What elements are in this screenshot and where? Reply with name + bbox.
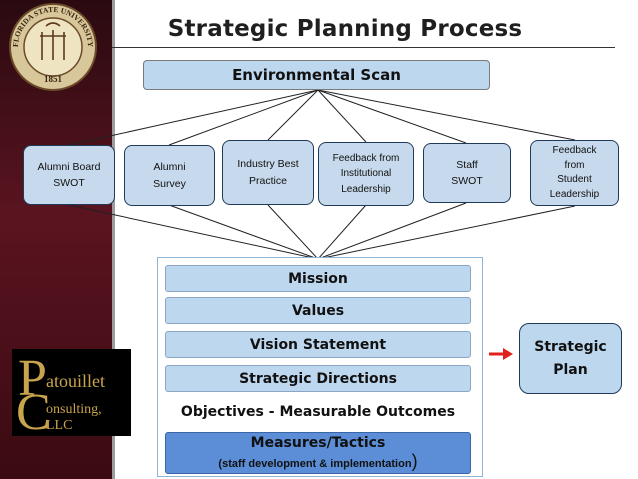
source-label: Industry Best xyxy=(237,158,299,171)
source-label: Practice xyxy=(249,174,287,187)
measures-subtitle: (staff development & implementation xyxy=(218,457,412,470)
source-label: Student xyxy=(557,174,592,185)
strategic-plan-label: Plan xyxy=(553,361,588,378)
logo-initial-p: P xyxy=(18,350,47,407)
logo-text-line2: onsulting, LLC xyxy=(46,402,102,433)
university-seal: FLORIDA STATE UNIVERSITY 1851 xyxy=(9,3,97,91)
source-label: Survey xyxy=(153,177,186,190)
logo-text-line1: atouillet xyxy=(46,371,105,391)
step-objectives: Objectives - Measurable Outcomes xyxy=(180,403,456,420)
source-label: Institutional xyxy=(340,168,392,180)
source-label: Feedback xyxy=(552,145,597,156)
environmental-scan-box: Environmental Scan xyxy=(143,60,490,90)
step-vision-statement: Vision Statement xyxy=(165,331,471,358)
source-label: Leadership xyxy=(549,188,600,200)
source-label: Alumni Board xyxy=(37,160,101,173)
step-measures-tactics: Measures/Tactics (staff development & im… xyxy=(165,432,471,474)
step-mission: Mission xyxy=(165,265,471,292)
source-label: Staff xyxy=(456,158,478,171)
logo-initial-c: C xyxy=(16,384,51,441)
right-arrow-icon xyxy=(489,348,513,360)
patouillet-consulting-logo: P atouillet C onsulting, LLC xyxy=(12,349,131,441)
measures-title: Measures/Tactics xyxy=(250,434,386,451)
source-label: Feedback from xyxy=(332,152,400,164)
source-label: SWOT xyxy=(53,177,85,189)
step-values: Values xyxy=(165,297,471,324)
strategic-plan-label: Strategic xyxy=(534,339,607,356)
source-label: Alumni xyxy=(153,161,186,174)
source-label: Leadership xyxy=(341,183,391,195)
source-label: SWOT xyxy=(451,175,483,187)
title-underline xyxy=(112,47,615,48)
step-strategic-directions: Strategic Directions xyxy=(165,365,471,392)
sidebar-divider xyxy=(112,0,115,479)
seal-year: 1851 xyxy=(44,74,63,84)
source-label: from xyxy=(564,159,585,171)
page-title: Strategic Planning Process xyxy=(167,16,523,42)
measures-paren: ) xyxy=(411,450,418,471)
